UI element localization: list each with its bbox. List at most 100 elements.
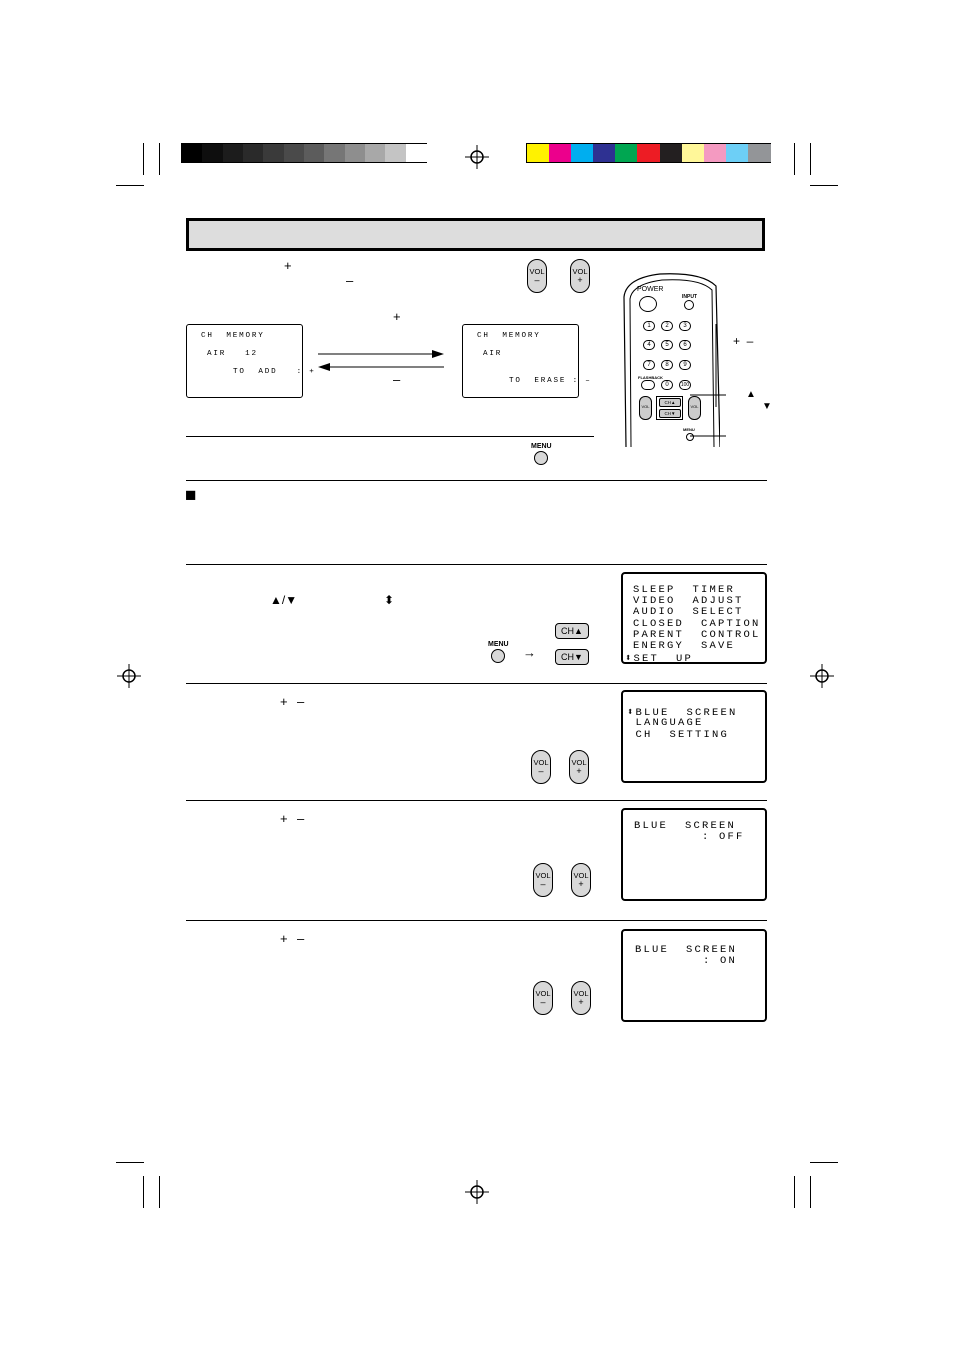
remote-digit-9[interactable]: 9 xyxy=(679,360,691,370)
plus-icon: + xyxy=(280,811,288,826)
vol-plus-button[interactable]: VOL+ xyxy=(571,981,591,1015)
divider xyxy=(186,480,767,481)
color-swatch xyxy=(637,144,661,162)
gray-swatch xyxy=(365,144,386,162)
up-down-arrows-icon: ▲/▼ xyxy=(270,593,298,607)
menu-item-language: LANGUAGE xyxy=(627,717,704,729)
menu-button[interactable] xyxy=(491,649,505,663)
remote-ch-down[interactable]: CH▼ xyxy=(659,409,681,418)
blue-screen-label: BLUE SCREEN xyxy=(635,944,738,956)
divider xyxy=(186,800,767,801)
menu-item-video-adjust: VIDEO ADJUST xyxy=(633,595,744,607)
remote-digit-5[interactable]: 5 xyxy=(661,340,673,350)
gray-swatch xyxy=(222,144,244,162)
blue-screen-on-screen: BLUE SCREEN : ON xyxy=(621,929,767,1022)
remote-power-label: POWER xyxy=(637,286,664,293)
vol-minus-button[interactable]: VOL– xyxy=(527,259,547,293)
osd-line: AIR xyxy=(483,350,503,358)
color-calibration-bar xyxy=(526,143,771,163)
blue-screen-value-off: : OFF xyxy=(634,831,745,843)
menu-item-audio-select: AUDIO SELECT xyxy=(633,606,744,618)
remote-input-button[interactable] xyxy=(684,300,694,310)
plus-symbol-arrow: + xyxy=(393,309,401,324)
remote-ch-highlight xyxy=(656,396,683,420)
remote-input-label: INPUT xyxy=(682,294,697,300)
remote-digit-8[interactable]: 8 xyxy=(661,360,673,370)
registration-target-bottom xyxy=(465,1180,489,1204)
vol-plus-button[interactable]: VOL+ xyxy=(569,750,589,784)
plus-symbol: + xyxy=(284,258,292,273)
plus-icon: + xyxy=(280,931,288,946)
minus-icon: – xyxy=(297,811,305,826)
remote-digit-4[interactable]: 4 xyxy=(643,340,655,350)
color-swatch xyxy=(527,144,550,162)
divider xyxy=(186,920,767,921)
divider xyxy=(186,683,767,684)
minus-icon: – xyxy=(538,766,544,776)
remote-vol-plus[interactable]: VOL xyxy=(688,396,701,420)
color-swatch xyxy=(593,144,617,162)
gray-swatch xyxy=(202,144,224,162)
vol-label: VOL xyxy=(573,871,589,880)
divider xyxy=(186,564,767,565)
remote-digit-2[interactable]: 2 xyxy=(661,321,673,331)
remote-control: POWER INPUT 1 2 3 4 5 6 7 8 9 FLASHBACK … xyxy=(620,272,720,447)
menu-button[interactable] xyxy=(534,451,548,465)
gray-swatch xyxy=(304,144,325,162)
menu-item-closed-caption: CLOSED CAPTION xyxy=(633,618,761,630)
vol-minus-button[interactable]: VOL– xyxy=(533,981,553,1015)
vol-minus-button[interactable]: VOL– xyxy=(533,863,553,897)
minus-symbol-arrow: – xyxy=(393,372,401,387)
remote-digit-6[interactable]: 6 xyxy=(679,340,691,350)
remote-menu-button[interactable] xyxy=(686,433,694,441)
osd-line: TO ADD : + xyxy=(233,368,316,376)
minus-icon: – xyxy=(540,997,546,1007)
osd-line: TO ERASE : – xyxy=(509,377,592,385)
remote-digit-100[interactable]: 100 xyxy=(679,380,691,390)
menu-label: MENU xyxy=(488,641,509,648)
plus-icon: + xyxy=(576,766,582,776)
gray-swatch xyxy=(405,144,427,162)
remote-vol-minus[interactable]: VOL xyxy=(639,396,652,420)
ch-memory-erase-screen: CH MEMORY AIR TO ERASE : – xyxy=(462,324,590,398)
vol-label: VOL xyxy=(572,267,588,276)
color-swatch xyxy=(747,144,771,162)
remote-menu-label: MENU xyxy=(683,427,695,432)
color-swatch xyxy=(659,144,683,162)
registration-target-right xyxy=(810,664,834,688)
remote-callout-down-icon: ▼ xyxy=(762,401,772,412)
cursor-updown-icon: ⬍ xyxy=(384,593,395,607)
remote-flashback-button[interactable] xyxy=(641,380,655,390)
osd-line: AIR 12 xyxy=(207,350,258,358)
menu-item-ch-setting: CH SETTING xyxy=(627,729,730,741)
menu-item-set-up: ⬍SET UP xyxy=(625,653,694,665)
vol-label: VOL xyxy=(571,758,587,767)
remote-ch-up[interactable]: CH▲ xyxy=(659,398,681,407)
grayscale-bar xyxy=(181,143,427,163)
ch-up-button[interactable]: CH▲ xyxy=(555,623,589,639)
remote-digit-1[interactable]: 1 xyxy=(643,321,655,331)
vol-label: VOL xyxy=(533,758,549,767)
remote-flashback-label: FLASHBACK xyxy=(638,375,663,380)
vol-plus-button[interactable]: VOL+ xyxy=(571,863,591,897)
color-swatch xyxy=(615,144,639,162)
remote-digit-7[interactable]: 7 xyxy=(643,360,655,370)
ch-memory-add-screen: CH MEMORY AIR 12 TO ADD : + xyxy=(186,324,314,398)
blue-screen-label: BLUE SCREEN xyxy=(634,820,737,832)
gray-swatch xyxy=(182,144,203,162)
vol-minus-button[interactable]: VOL– xyxy=(531,750,551,784)
plus-icon: + xyxy=(578,879,584,889)
remote-outline xyxy=(623,273,720,447)
blue-screen-off-screen: BLUE SCREEN : OFF xyxy=(621,808,767,901)
remote-digit-3[interactable]: 3 xyxy=(679,321,691,331)
vol-plus-button[interactable]: VOL+ xyxy=(570,259,590,293)
remote-power-button[interactable] xyxy=(639,296,657,312)
plus-icon: + xyxy=(280,694,288,709)
remote-digit-0[interactable]: 0 xyxy=(661,380,673,390)
minus-symbol: – xyxy=(346,273,354,288)
transition-arrows xyxy=(318,350,444,371)
ch-down-button[interactable]: CH▼ xyxy=(555,649,589,665)
minus-icon: – xyxy=(540,879,546,889)
vol-label: VOL xyxy=(529,267,545,276)
registration-target-left xyxy=(117,664,141,688)
